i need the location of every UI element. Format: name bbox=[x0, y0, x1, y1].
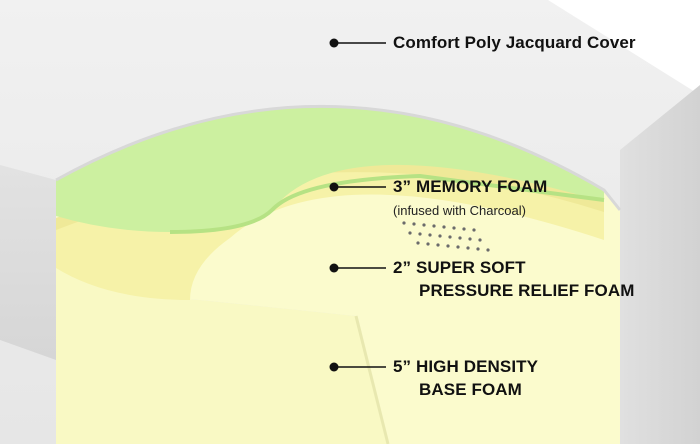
super-soft-label-line1: 2” SUPER SOFT bbox=[393, 258, 526, 277]
leader-cover bbox=[329, 38, 386, 48]
memory-foam-sublabel: (infused with Charcoal) bbox=[393, 203, 526, 218]
base-foam-front-face bbox=[56, 268, 388, 444]
base-foam-label-line2: BASE FOAM bbox=[419, 380, 522, 399]
memory-foam-inner-edge bbox=[169, 173, 605, 234]
charcoal-perforations bbox=[402, 221, 490, 252]
cover-label: Comfort Poly Jacquard Cover bbox=[393, 33, 636, 52]
memory-foam-layer bbox=[56, 106, 604, 232]
leader-super-soft bbox=[329, 263, 386, 273]
leader-memory-foam bbox=[329, 182, 386, 192]
cover-front-edge bbox=[55, 104, 622, 211]
cover-left-side bbox=[0, 165, 56, 360]
leader-base-foam bbox=[329, 362, 386, 372]
base-foam-edge bbox=[354, 315, 390, 444]
base-foam-label-line1: 5” HIGH DENSITY bbox=[393, 357, 539, 376]
cover-right-side bbox=[620, 85, 700, 444]
memory-foam-label: 3” MEMORY FOAM bbox=[393, 177, 548, 196]
super-soft-label-line2: PRESSURE RELIEF FOAM bbox=[419, 281, 635, 300]
